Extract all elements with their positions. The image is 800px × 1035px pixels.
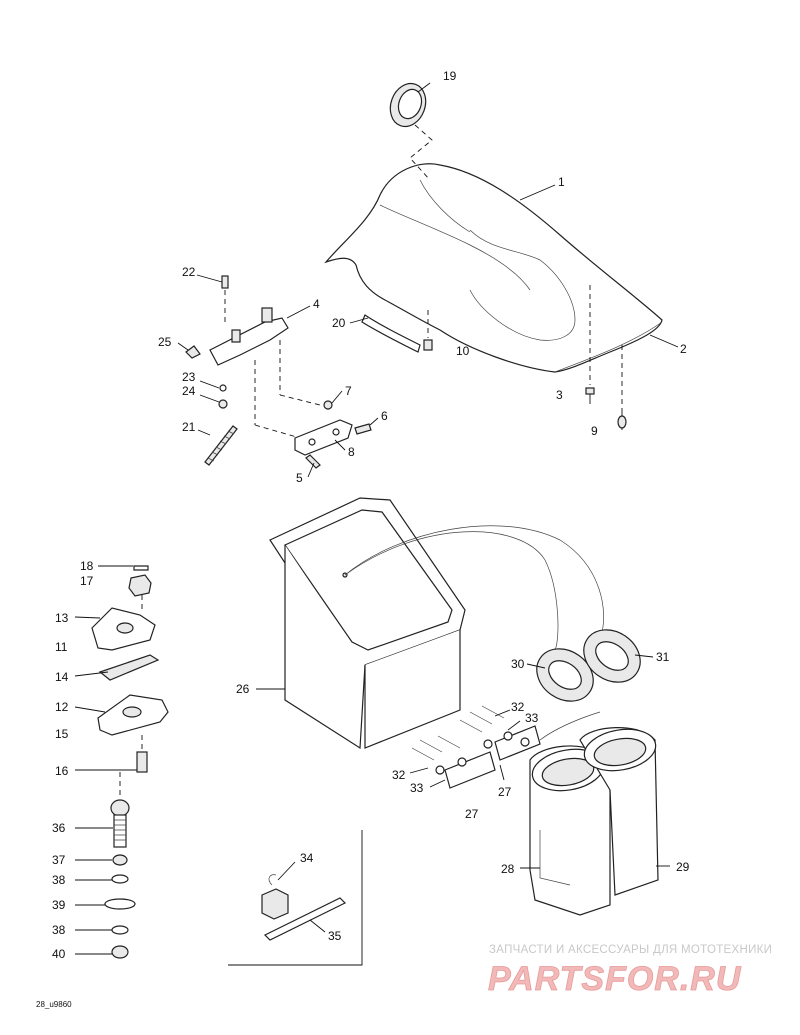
label-part-33a: 33 (525, 711, 539, 725)
label-part-10: 10 (456, 344, 470, 358)
label-part-8: 8 (348, 445, 355, 459)
label-part-29: 29 (676, 860, 690, 874)
watermark: ЗАПЧАСТИ И АКСЕССУАРЫ ДЛЯ МОТОТЕХНИКИ PA… (488, 944, 772, 998)
label-part-27a: 27 (498, 785, 512, 799)
label-part-14: 14 (55, 670, 69, 684)
part-labels: 19 1 2 20 10 3 9 4 22 25 23 24 21 7 6 8 … (52, 69, 690, 961)
latch-part-4 (209, 317, 289, 366)
seat-assembly (324, 163, 663, 410)
cap-part-19 (389, 82, 433, 181)
label-part-38a: 38 (52, 873, 66, 887)
seat-part-1 (324, 163, 663, 373)
screw-part-3 (585, 387, 595, 404)
label-part-16: 16 (55, 764, 69, 778)
nut-part-7 (323, 400, 333, 410)
lid-part-30 (536, 648, 594, 702)
storage-bin-part-26 (269, 497, 604, 750)
pin-part-9 (617, 410, 627, 430)
label-part-18: 18 (80, 559, 94, 573)
label-part-17: 17 (80, 574, 94, 588)
label-part-40: 40 (52, 947, 66, 961)
label-part-32a: 32 (511, 700, 525, 714)
screw-part-5 (305, 454, 321, 469)
screw-part-16 (136, 751, 148, 773)
rod-part-35 (263, 897, 347, 941)
nut-part-40 (111, 945, 129, 959)
label-part-31: 31 (656, 650, 670, 664)
spring-part-21 (204, 425, 238, 466)
bracket-part-27 (411, 705, 601, 789)
tool-group (228, 830, 363, 966)
label-part-36: 36 (52, 821, 66, 835)
label-part-37: 37 (52, 853, 66, 867)
plate-part-8 (294, 419, 353, 456)
washer-part-18 (133, 565, 149, 571)
twin-bin-assembly (529, 727, 659, 916)
washer-part-39 (104, 898, 136, 910)
left-hardware-stack (91, 565, 169, 959)
nut-part-24 (218, 399, 228, 409)
screw-part-6 (354, 423, 372, 435)
washer-part-23 (219, 384, 227, 392)
label-part-11: 11 (55, 640, 68, 654)
tool-part-34 (261, 888, 289, 920)
strap-part-20 (361, 314, 421, 353)
clip-part-25 (185, 345, 201, 359)
label-part-26: 26 (236, 682, 250, 696)
label-part-28: 28 (501, 862, 515, 876)
label-part-13: 13 (55, 611, 69, 625)
label-part-1: 1 (558, 175, 565, 189)
washer-part-38a (111, 874, 129, 884)
label-part-15: 15 (55, 727, 69, 741)
label-part-23: 23 (182, 370, 196, 384)
label-part-24: 24 (182, 384, 196, 398)
label-part-9: 9 (591, 424, 598, 438)
label-part-2: 2 (680, 342, 687, 356)
leader-lines (74, 82, 679, 955)
label-part-30: 30 (511, 657, 525, 671)
label-part-21: 21 (182, 420, 196, 434)
label-part-22: 22 (182, 265, 196, 279)
spring-bolt-part-36 (110, 799, 130, 848)
label-part-4: 4 (313, 297, 320, 311)
label-part-25: 25 (158, 335, 172, 349)
label-part-33b: 33 (410, 781, 424, 795)
label-part-20: 20 (332, 316, 346, 330)
washer-part-37 (112, 854, 128, 866)
nut-part-17 (128, 574, 152, 597)
watermark-logo: PARTSFOR.RU (488, 960, 742, 998)
label-part-7: 7 (345, 384, 352, 398)
label-part-6: 6 (381, 409, 388, 423)
label-part-38b: 38 (52, 923, 66, 937)
watermark-tagline: ЗАПЧАСТИ И АКСЕССУАРЫ ДЛЯ МОТОТЕХНИКИ (489, 944, 772, 956)
label-part-5: 5 (296, 471, 303, 485)
lid-part-31 (583, 629, 641, 683)
label-part-12: 12 (55, 700, 69, 714)
washer-part-38b (111, 925, 129, 935)
label-part-27b: 27 (465, 807, 479, 821)
screw-part-10 (423, 310, 433, 351)
label-part-19: 19 (443, 69, 457, 83)
diagram-code: 28_u9860 (36, 1000, 72, 1009)
screw-part-22 (221, 275, 229, 322)
latch-assembly (185, 275, 372, 469)
gasket-part-14 (98, 654, 160, 681)
label-part-3: 3 (556, 388, 563, 402)
label-part-39: 39 (52, 898, 66, 912)
label-part-35: 35 (328, 929, 342, 943)
label-part-34: 34 (300, 851, 314, 865)
label-part-32b: 32 (392, 768, 406, 782)
